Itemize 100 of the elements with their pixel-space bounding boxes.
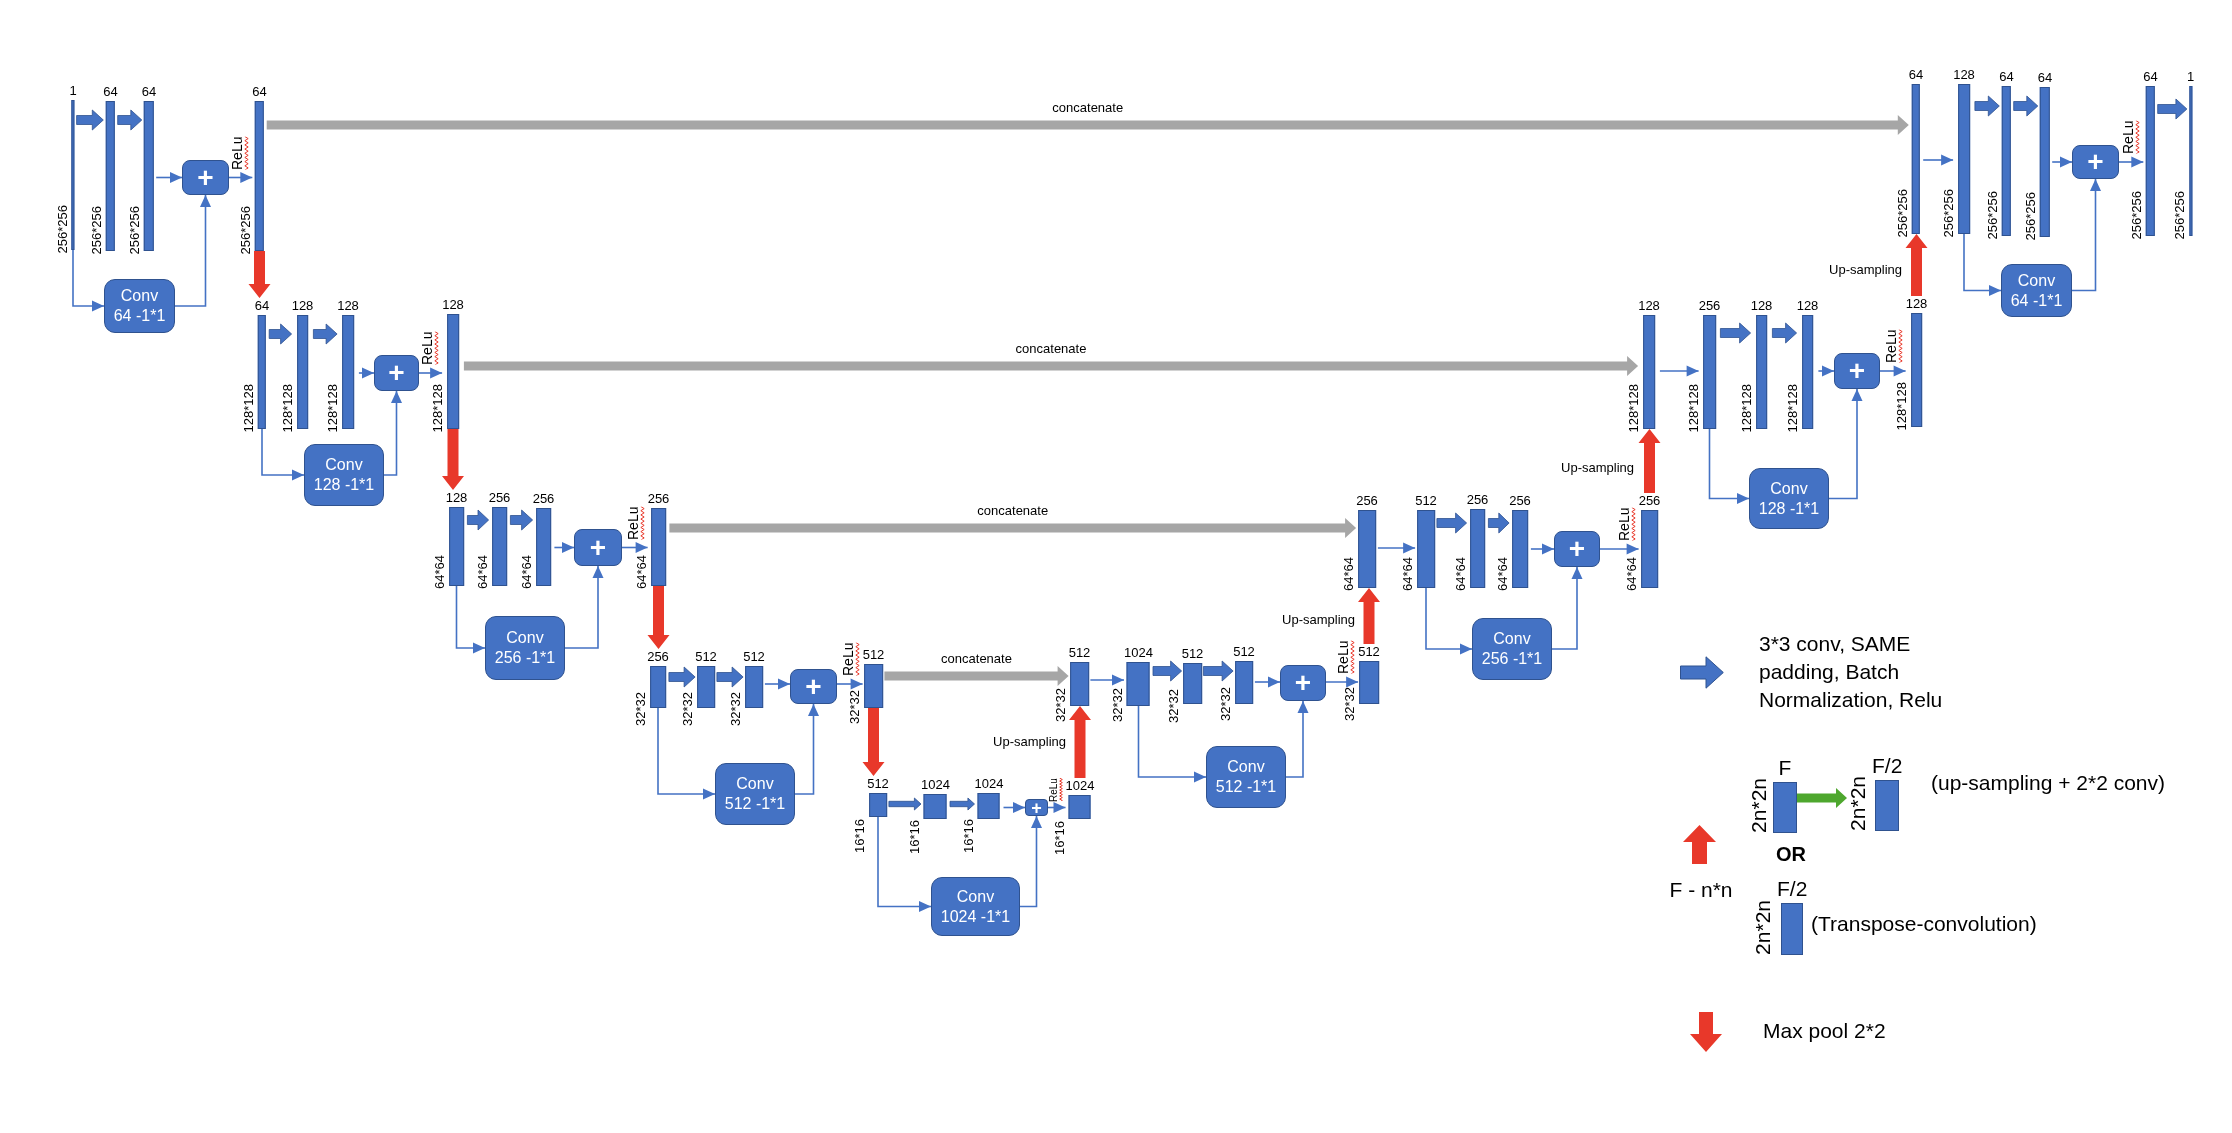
edge-label: ReLu: [230, 136, 245, 170]
legend-text: F - n*n: [1669, 877, 1733, 903]
edge-label: ReLu: [1883, 329, 1898, 363]
annotation-text: (Transpose-convolution): [1811, 912, 2037, 936]
channel-count-label: 64: [141, 84, 157, 99]
channel-count-label: 128: [1796, 298, 1819, 313]
block-arrow: [1203, 660, 1234, 682]
channel-count-label: 512: [1415, 493, 1437, 508]
block-arrow: [268, 323, 292, 345]
size-label: 64*64: [635, 555, 649, 589]
block-arrow: [2013, 95, 2039, 117]
size-label: 256*256: [128, 205, 142, 254]
block-arrow: [1638, 429, 1661, 493]
channel-count-label: 64: [252, 84, 267, 99]
channel-count-label: 64: [103, 84, 118, 99]
conv-block: Conv 128 -1*1: [304, 444, 384, 506]
block-arrow: [888, 797, 922, 811]
block-arrow: [949, 797, 975, 811]
conv-block: Conv 64 -1*1: [2001, 264, 2072, 317]
edge-label: ReLu: [1616, 507, 1631, 541]
block-arrow: [884, 666, 1069, 686]
legend-text: Max pool 2*2: [1763, 1018, 1886, 1044]
channel-count-label: 128: [1905, 296, 1928, 311]
block-arrow: [1069, 706, 1091, 778]
addition-block: +: [182, 160, 229, 195]
channel-count-label: 512: [867, 776, 889, 791]
channel-count-label: 1: [2186, 69, 2195, 84]
size-label: 32*32: [729, 692, 743, 726]
channel-count-label: 128: [445, 490, 468, 505]
addition-block: +: [1554, 531, 1600, 567]
size-label: 2n*2n: [1748, 778, 1770, 833]
channel-count-label: 128: [1750, 298, 1773, 313]
addition-block: +: [2072, 145, 2119, 179]
channel-count-label: 256: [1466, 492, 1489, 507]
size-label: 128*128: [1895, 381, 1909, 430]
channel-count-label: 256: [1638, 493, 1661, 508]
size-label: 64*64: [1401, 557, 1415, 591]
edge-label: ReLu: [420, 331, 435, 365]
block-arrow: [1797, 788, 1847, 808]
channel-count-label: 128: [291, 298, 314, 313]
size-label: 64*64: [1496, 557, 1510, 591]
block-arrow: [862, 708, 885, 776]
addition-block: +: [790, 669, 837, 704]
block-arrow: [266, 115, 1909, 135]
addition-block: +: [374, 355, 419, 391]
channel-count-label: 512: [1068, 645, 1091, 660]
channel-count-label: 256: [647, 491, 670, 506]
edge-label: ReLu: [2121, 120, 2136, 154]
size-label: 256*256: [1986, 190, 2000, 239]
size-label: 64*64: [1454, 557, 1468, 591]
size-label: 32*32: [634, 692, 648, 726]
block-arrow: [442, 429, 464, 490]
block-arrow: [1152, 660, 1182, 682]
channel-count-label: 256: [647, 649, 669, 664]
annotation-text: OR: [1776, 842, 1806, 866]
size-label: 64*64: [1342, 557, 1356, 591]
edge-label: ReLu: [1336, 640, 1351, 674]
edge-label: ReLu: [840, 642, 855, 676]
size-label: 2n*2n: [1847, 776, 1869, 831]
channel-count-label: 512: [695, 649, 717, 664]
size-label: 64*64: [1625, 557, 1639, 591]
size-label: 64*64: [520, 555, 534, 589]
size-label: 32*32: [1111, 688, 1125, 722]
channel-count-label: 512: [862, 647, 885, 662]
block-arrow: [117, 109, 143, 131]
size-label: 16*16: [962, 819, 976, 853]
channel-count-label: 256: [1509, 493, 1531, 508]
channel-count-label: 256: [1698, 298, 1721, 313]
size-label: 256*256: [90, 205, 104, 254]
channel-count-label: 512: [1181, 646, 1204, 661]
channel-count-label: 64: [2143, 69, 2158, 84]
channel-count-label: 128: [1638, 298, 1660, 313]
size-label: 32*32: [681, 692, 695, 726]
addition-block: +: [574, 529, 622, 566]
size-label: 16*16: [908, 820, 922, 854]
size-label: 128*128: [1786, 383, 1800, 432]
channel-count-label: 1024: [921, 777, 950, 792]
channel-count-label: 1: [69, 83, 77, 98]
channel-count-label: 256: [532, 491, 555, 506]
legend-text: 3*3 conv, SAME padding, Batch Normalization, Relu: [1759, 631, 1944, 713]
size-label: 32*32: [1054, 688, 1068, 722]
size-label: 128*128: [431, 383, 445, 432]
block-arrow: [248, 251, 271, 298]
size-label: 64*64: [433, 555, 447, 589]
size-label: 16*16: [1053, 821, 1067, 855]
size-label: 128*128: [1740, 383, 1754, 432]
annotation-text: (up-sampling + 2*2 conv): [1931, 771, 2166, 795]
block-arrow: [76, 109, 104, 131]
channel-count-label: 128: [337, 298, 359, 313]
size-label: 32*32: [1219, 687, 1233, 721]
conv-block: Conv 256 -1*1: [1472, 618, 1552, 680]
conv-block: Conv 512 -1*1: [1206, 746, 1286, 808]
size-label: 16*16: [853, 819, 867, 853]
edge-label: ReLu: [1048, 777, 1059, 802]
size-label: 128*128: [326, 383, 340, 432]
size-label: 32*32: [1167, 689, 1181, 723]
block-arrow: [669, 518, 1357, 538]
edge-label: ReLu: [625, 506, 640, 540]
size-label: 256*256: [1942, 188, 1956, 237]
size-label: 256*256: [2173, 190, 2187, 239]
